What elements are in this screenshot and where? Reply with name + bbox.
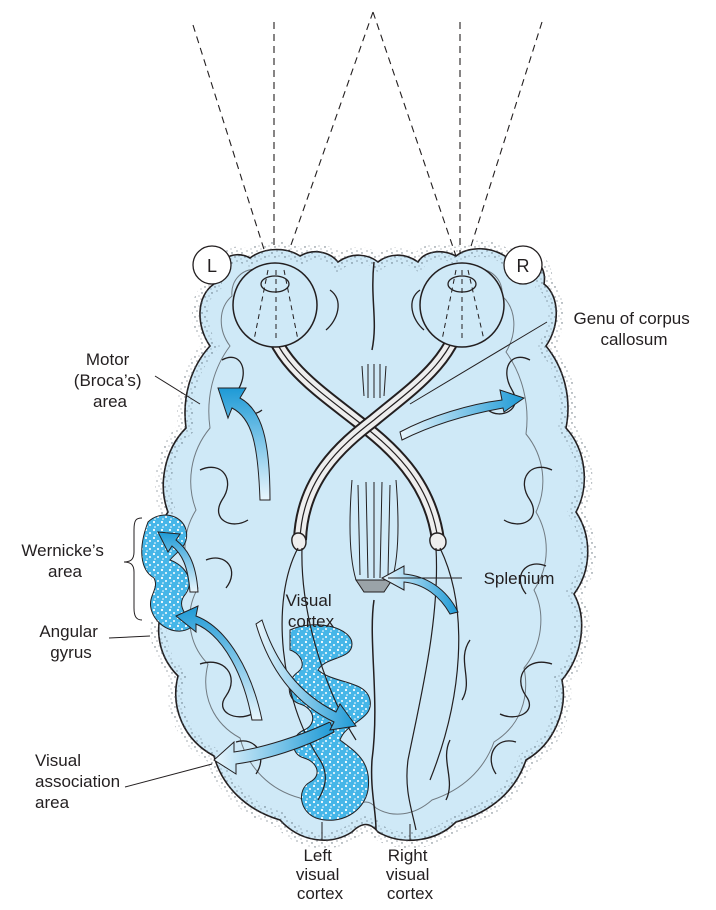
label-right-visual-cortex-line-1: Right	[388, 846, 428, 865]
label-motor: Motor (Broca’s) area	[74, 350, 146, 411]
left-eye-label: L	[207, 256, 217, 276]
brain	[155, 249, 588, 841]
left-lens	[261, 276, 289, 292]
label-right-visual-cortex: Right visual cortex	[386, 846, 434, 903]
label-genu-line-1: Genu of corpus	[574, 309, 690, 328]
label-left-visual-cortex-line-2: visual	[296, 865, 339, 884]
label-visual-association-line-2: association	[35, 772, 120, 791]
right-eye-label: R	[517, 256, 530, 276]
label-motor-line-1: Motor	[86, 350, 130, 369]
label-genu-line-2: callosum	[600, 330, 667, 349]
label-left-visual-cortex-line-3: cortex	[297, 884, 344, 903]
label-angular: Angular gyrus	[39, 622, 102, 662]
left-lgn	[292, 533, 306, 550]
label-angular-line-2: gyrus	[50, 643, 92, 662]
label-wernicke-line-2: area	[48, 562, 83, 581]
label-genu: Genu of corpus callosum	[574, 309, 695, 349]
label-visual-cortex-line-1: Visual	[286, 591, 332, 610]
label-visual-cortex-line-2: cortex	[288, 612, 335, 631]
visual-field-lines	[193, 12, 542, 262]
label-wernicke: Wernicke’s area	[21, 541, 108, 581]
label-left-visual-cortex-line-1: Left	[303, 846, 332, 865]
label-visual-association-line-3: area	[35, 793, 70, 812]
label-visual-association: Visual association area	[35, 751, 125, 812]
label-motor-line-2: (Broca’s)	[74, 371, 142, 390]
label-visual-association-line-1: Visual	[35, 751, 81, 770]
label-splenium: Splenium	[484, 569, 555, 588]
label-left-visual-cortex: Left visual cortex	[296, 846, 344, 903]
label-wernicke-line-1: Wernicke’s	[21, 541, 104, 560]
label-motor-line-3: area	[93, 392, 128, 411]
label-angular-line-1: Angular	[39, 622, 98, 641]
label-right-visual-cortex-line-3: cortex	[387, 884, 434, 903]
label-right-visual-cortex-line-2: visual	[386, 865, 429, 884]
right-lgn	[430, 533, 446, 550]
